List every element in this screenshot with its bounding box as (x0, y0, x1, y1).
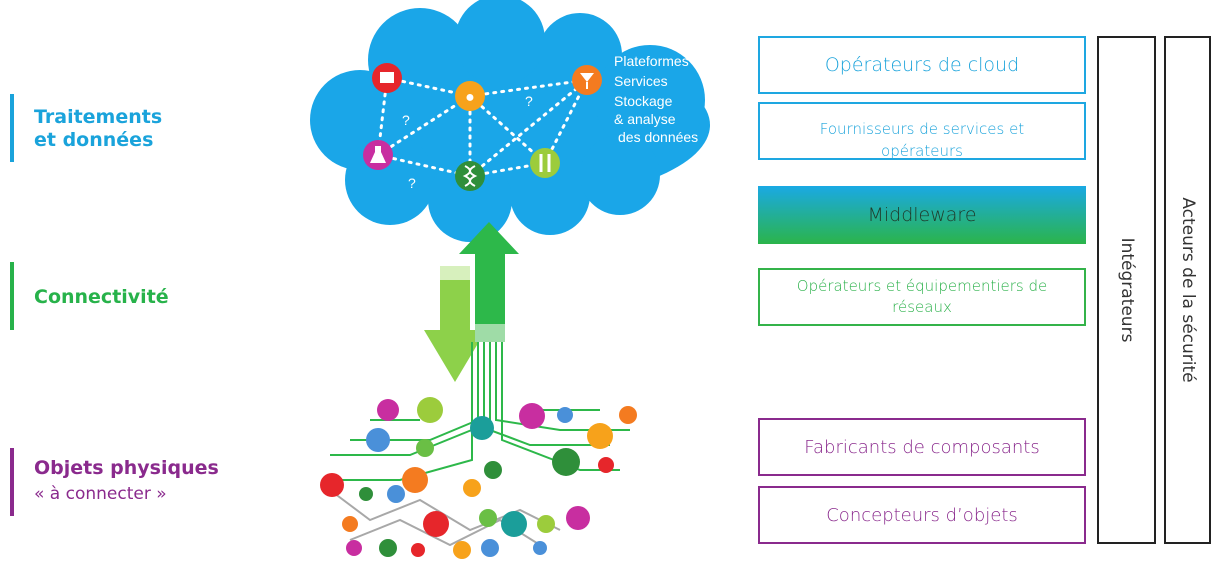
up-arrow (459, 222, 519, 342)
objects-layer-title: Objets physiques (34, 457, 219, 479)
iot-illustration: ● ? ? ? Plateformes Services Stockage & … (310, 0, 710, 559)
wine-glass-icon (619, 406, 637, 424)
cutlery-shape (539, 154, 551, 172)
actor-middleware: Middleware (758, 186, 1086, 244)
flask-shape (370, 146, 386, 163)
integrators-box: Intégrateurs (1097, 36, 1156, 544)
cloud-label-data: des données (618, 129, 698, 145)
security-actors-box: Acteurs de la sécurité (1164, 36, 1211, 544)
actor-object-designers: Concepteurs d’objets (758, 486, 1086, 544)
flask-icon (566, 506, 590, 530)
integrators-label: Intégrateurs (1116, 237, 1137, 343)
cutlery-icon (530, 148, 560, 178)
pill-icon (557, 407, 573, 423)
flask-icon (377, 399, 399, 421)
actor-service-providers-line1: Fournisseurs de services et (819, 120, 1025, 138)
flask-icon (346, 540, 362, 556)
runner-icon (463, 479, 481, 497)
actor-network-operators-line1: Opérateurs et équipementiers de (796, 277, 1048, 295)
pill-icon (533, 541, 547, 555)
objects-layer-subtitle: « à connecter » (34, 484, 167, 504)
cloud-label-services: Services (614, 73, 668, 89)
processing-layer-line2: et données (34, 129, 154, 151)
dna-icon (552, 448, 580, 476)
factory-icon (423, 511, 449, 537)
factory-icon (411, 543, 425, 557)
pill-icon (481, 539, 499, 557)
actor-cloud-operators: Opérateurs de cloud (758, 36, 1086, 94)
circuit-lines (330, 342, 630, 481)
question-mark-2: ? (525, 93, 533, 109)
cloud-label-storage: Stockage (614, 93, 673, 109)
leaf-icon (470, 416, 494, 440)
dna-icon (484, 461, 502, 479)
leaf-icon (479, 509, 497, 527)
cloud-label-platforms: Plateformes (614, 53, 689, 69)
factory-icon (598, 457, 614, 473)
factory-shape (380, 72, 394, 83)
wine-glass-icon (402, 467, 428, 493)
dna-icon (359, 487, 373, 501)
runner-icon (453, 541, 471, 559)
dna-shape (462, 165, 478, 187)
actor-network-operators: Opérateurs et équipementiers de réseaux (758, 268, 1086, 326)
question-mark-1: ? (402, 112, 410, 128)
cutlery-icon (417, 397, 443, 423)
processing-layer-bar (10, 94, 14, 162)
leaf-icon (501, 511, 527, 537)
dna-icon (455, 161, 485, 191)
actor-service-providers: Fournisseurs de services et opérateurs (758, 102, 1086, 160)
wine-glass-shape (580, 73, 594, 89)
objects-layer-bar (10, 448, 14, 516)
down-arrow (424, 266, 486, 382)
connectivity-layer-title: Connectivité (34, 286, 169, 308)
runner-glyph: ● (465, 89, 475, 106)
leaf-icon (416, 439, 434, 457)
wine-glass-icon (342, 516, 358, 532)
cloud-label-analysis: & analyse (614, 111, 676, 127)
flask-icon (519, 403, 545, 429)
cutlery-icon (537, 515, 555, 533)
connectivity-layer-bar (10, 262, 14, 330)
factory-icon (320, 473, 344, 497)
processing-layer-title: Traitements et données (34, 106, 162, 152)
actor-network-operators-line2: réseaux (892, 298, 952, 316)
dna-icon (379, 539, 397, 557)
pill-icon (366, 428, 390, 452)
question-mark-3: ? (408, 175, 416, 191)
object-icons (320, 397, 637, 559)
actor-component-makers: Fabricants de composants (758, 418, 1086, 476)
security-actors-label: Acteurs de la sécurité (1177, 197, 1198, 383)
runner-icon (587, 423, 613, 449)
actor-service-providers-line2: opérateurs (881, 142, 963, 160)
runner-icon (455, 81, 485, 111)
processing-layer-line1: Traitements (34, 106, 163, 128)
pill-icon (387, 485, 405, 503)
